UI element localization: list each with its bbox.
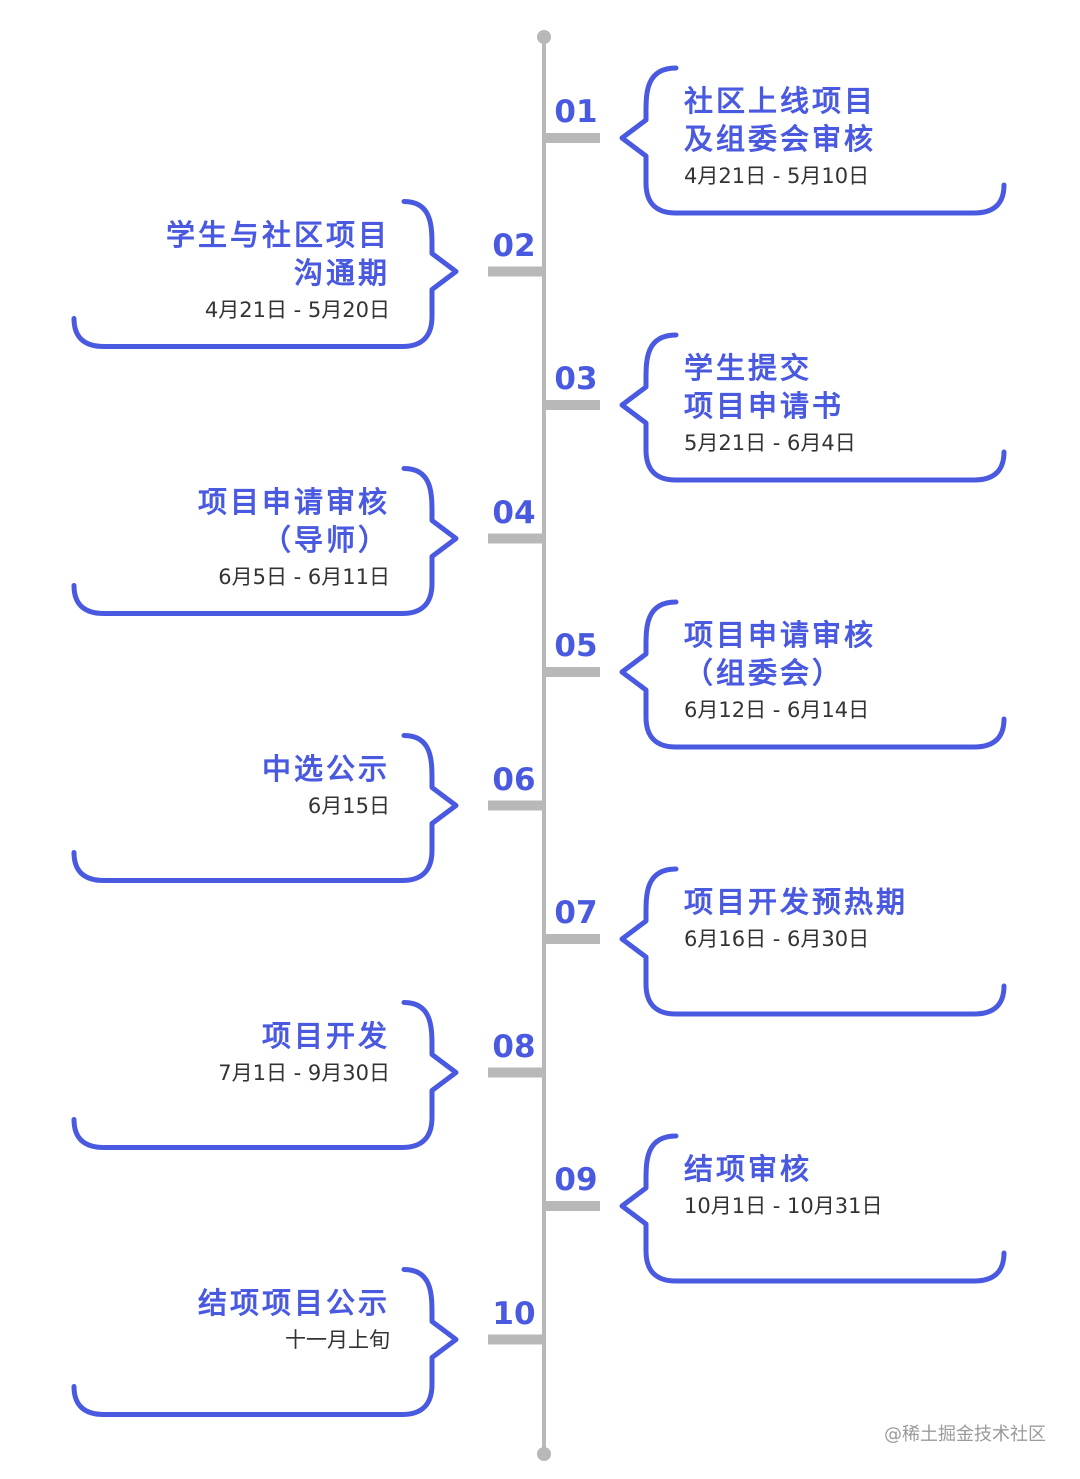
bracket-outline — [619, 1133, 1007, 1284]
step-card: 结项项目公示十一月上旬 — [60, 1284, 390, 1355]
step-number: 10 — [492, 1295, 536, 1332]
step-title-line: 社区上线项目 — [684, 84, 877, 118]
bracket-outline — [619, 65, 1007, 216]
step-card: 学生提交项目申请书 5月21日 - 6月4日 — [684, 349, 1014, 458]
step-number: 07 — [554, 895, 598, 931]
step-title-line: （导师） — [261, 522, 390, 557]
step-title-line: 中选公示 — [261, 751, 390, 786]
timeline-tick — [488, 1334, 544, 1345]
axis-top-dot — [537, 30, 551, 44]
step-number: 02 — [492, 227, 536, 264]
timeline-tick — [544, 133, 600, 143]
timeline-tick — [488, 533, 544, 544]
step-date: 6月16日 - 6月30日 — [684, 927, 870, 951]
bracket-outline — [619, 866, 1007, 1017]
step-number: 01 — [554, 94, 598, 130]
step-card: 中选公示 6月15日 — [60, 750, 390, 821]
bracket-outline — [71, 199, 459, 349]
step-number: 04 — [492, 494, 536, 531]
step-date: 7月1日 - 9月30日 — [218, 1060, 390, 1085]
step-date: 十一月上旬 — [285, 1327, 390, 1352]
step-card: 学生与社区项目沟通期 4月21日 - 5月20日 — [60, 216, 390, 325]
step-title-line: 项目开发 — [261, 1018, 390, 1053]
bracket-outline — [71, 1267, 459, 1417]
step-title-line: 结项审核 — [684, 1152, 813, 1186]
step-card: 社区上线项目及组委会审核 4月21日 - 5月10日 — [684, 82, 1014, 191]
step-card: 项目申请审核（导师） 6月5日 - 6月11日 — [60, 483, 390, 592]
step-date: 4月21日 - 5月20日 — [204, 297, 390, 322]
step-title-line: 项目申请书 — [684, 389, 845, 423]
step-date: 6月12日 - 6月14日 — [684, 698, 870, 722]
timeline-tick — [544, 1201, 600, 1211]
bracket-outline — [619, 599, 1007, 750]
step-card: 结项审核 10月1日 - 10月31日 — [684, 1150, 1014, 1221]
bracket-outline — [71, 466, 459, 616]
timeline-tick — [544, 400, 600, 410]
step-date: 10月1日 - 10月31日 — [684, 1194, 883, 1218]
step-title-line: 项目申请审核 — [684, 618, 877, 652]
bracket-outline — [71, 733, 459, 883]
step-title-line: 沟通期 — [293, 255, 390, 290]
step-card: 项目开发预热期 6月16日 - 6月30日 — [684, 883, 1014, 954]
step-card: 项目开发 7月1日 - 9月30日 — [60, 1017, 390, 1088]
step-date: 6月5日 - 6月11日 — [218, 564, 390, 589]
step-title-line: 项目申请审核 — [197, 484, 390, 519]
timeline-tick — [544, 667, 600, 677]
step-number: 05 — [554, 628, 598, 664]
step-title-line: 学生提交 — [684, 351, 813, 385]
timeline-tick — [488, 1067, 544, 1078]
step-card: 项目申请审核 （组委会） 6月12日 - 6月14日 — [684, 616, 1014, 725]
bracket-outline — [619, 332, 1007, 483]
step-title-line: 学生与社区项目 — [165, 217, 390, 252]
bracket-outline — [71, 1000, 459, 1150]
watermark: @稀土掘金技术社区 — [884, 1424, 1046, 1445]
step-date: 4月21日 - 5月10日 — [684, 164, 870, 188]
step-number: 03 — [554, 361, 598, 397]
timeline-tick — [488, 800, 544, 811]
timeline-tick — [488, 266, 544, 277]
axis-bottom-dot — [537, 1447, 551, 1461]
step-title-line: 项目开发预热期 — [684, 885, 909, 919]
step-number: 08 — [492, 1028, 536, 1065]
step-title-line: （组委会） — [684, 656, 845, 690]
step-date: 6月15日 — [307, 793, 390, 818]
step-title-line: 及组委会审核 — [684, 122, 877, 156]
step-title-line: 结项项目公示 — [197, 1285, 390, 1320]
step-number: 09 — [554, 1162, 598, 1198]
step-date: 5月21日 - 6月4日 — [684, 431, 856, 455]
timeline-tick — [544, 934, 600, 944]
step-number: 06 — [492, 761, 536, 798]
